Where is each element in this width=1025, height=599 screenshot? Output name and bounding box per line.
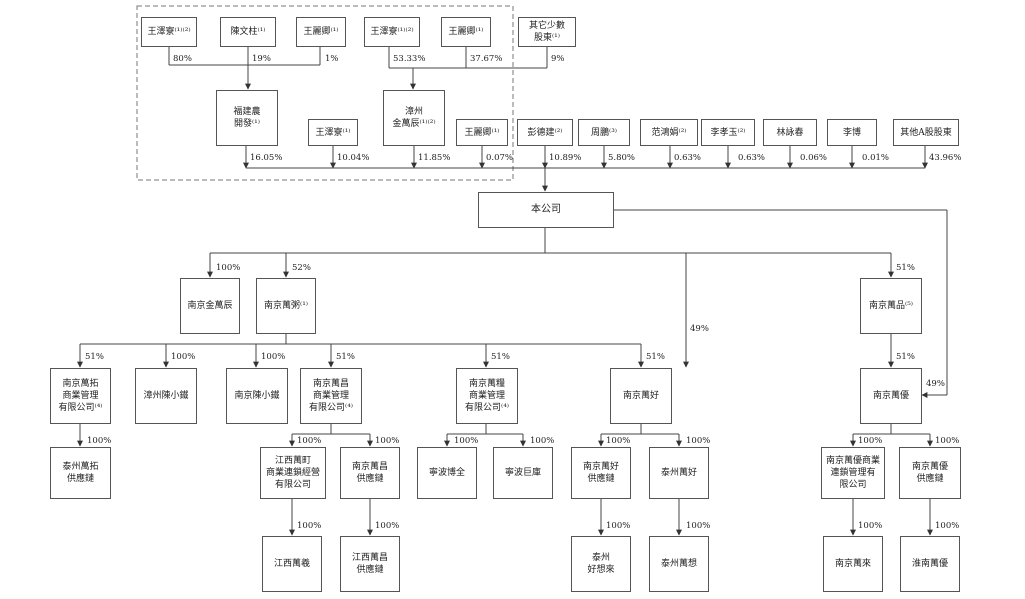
ownership-percent: 51%: [896, 263, 915, 273]
subsidiary-box: 泰州萬好: [649, 447, 709, 499]
subsidiary-box: 南京萬優 供應鏈: [899, 447, 961, 499]
shareholder-box: 其它少數 股東⁽¹⁾: [518, 17, 576, 47]
subsidiary-box: 南京金萬辰: [180, 278, 240, 334]
ownership-percent: 100%: [375, 521, 400, 531]
ownership-percent: 100%: [216, 263, 241, 273]
holding-company-box: 福建農 開發⁽¹⁾: [216, 90, 278, 146]
shareholder-box: 范鴻娟⁽²⁾: [640, 119, 698, 146]
ownership-percent: 49%: [926, 379, 945, 389]
subsidiary-box: 江西萬町 商業連鎖經營 有限公司: [260, 447, 326, 499]
subsidiary-box: 南京萬糧 商業管理 有限公司⁽⁴⁾: [456, 368, 518, 424]
ownership-percent: 0.63%: [738, 153, 766, 163]
ownership-percent: 1%: [325, 54, 339, 64]
ownership-percent: 100%: [606, 436, 631, 446]
ownership-percent: 19%: [252, 54, 271, 64]
subsidiary-box: 南京萬昌 商業管理 有限公司⁽⁴⁾: [300, 368, 362, 424]
ownership-percent: 100%: [686, 521, 711, 531]
shareholder-box: 王麗卿⁽¹⁾: [456, 119, 508, 146]
ownership-percent: 11.85%: [418, 153, 451, 163]
shareholder-box: 王澤寮⁽¹⁾: [308, 119, 358, 146]
shareholder-box: 其他A股股東: [893, 119, 959, 146]
subsidiary-box: 南京萬來: [823, 536, 883, 592]
ownership-percent: 5.80%: [608, 153, 636, 163]
subsidiary-box: 南京萬好: [610, 368, 672, 424]
ownership-percent: 100%: [297, 521, 322, 531]
ownership-percent: 0.01%: [862, 153, 890, 163]
ownership-percent: 49%: [690, 324, 709, 334]
subsidiary-box: 泰州萬拓 供應鏈: [50, 447, 111, 499]
ownership-percent: 37.67%: [470, 54, 503, 64]
ownership-percent: 51%: [491, 352, 510, 362]
subsidiary-box: 淮南萬優: [900, 536, 960, 592]
subsidiary-box: 南京萬昌 供應鏈: [340, 447, 400, 499]
shareholder-box: 彭德建⁽²⁾: [517, 119, 573, 146]
ownership-percent: 10.04%: [337, 153, 370, 163]
ownership-percent: 52%: [292, 263, 311, 273]
ownership-percent: 51%: [85, 352, 104, 362]
ownership-percent: 100%: [530, 436, 555, 446]
subsidiary-box: 南京萬優: [860, 368, 922, 424]
subsidiary-box: 江西萬昌 供應鏈: [340, 536, 400, 592]
shareholder-box: 李博: [827, 119, 877, 146]
ownership-percent: 100%: [858, 436, 883, 446]
shareholder-box: 陳文柱⁽¹⁾: [220, 17, 276, 47]
ownership-percent: 51%: [896, 352, 915, 362]
ownership-percent: 100%: [858, 521, 883, 531]
shareholder-box: 王麗卿⁽¹⁾: [296, 17, 346, 47]
ownership-percent: 100%: [297, 436, 322, 446]
shareholder-box: 林詠春: [763, 119, 817, 146]
ownership-percent: 100%: [606, 521, 631, 531]
subsidiary-box: 南京萬好 供應鏈: [571, 447, 631, 499]
subsidiary-box: 南京陳小鐵: [226, 368, 288, 424]
subsidiary-box: 寧波博全: [417, 447, 477, 499]
ownership-percent: 51%: [646, 352, 665, 362]
ownership-percent: 100%: [454, 436, 479, 446]
ownership-percent: 100%: [87, 436, 112, 446]
subsidiary-box: 漳州陳小鐵: [135, 368, 197, 424]
ownership-percent: 0.07%: [486, 153, 514, 163]
ownership-percent: 10.89%: [549, 153, 582, 163]
ownership-percent: 100%: [686, 436, 711, 446]
shareholder-box: 王麗卿⁽¹⁾: [441, 17, 491, 47]
ownership-percent: 100%: [375, 436, 400, 446]
subsidiary-box: 南京萬粥⁽¹⁾: [256, 278, 316, 334]
shareholder-box: 王澤寮⁽¹⁾⁽²⁾: [364, 17, 420, 47]
subsidiary-box: 寧波巨庫: [493, 447, 553, 499]
ownership-percent: 0.63%: [674, 153, 702, 163]
subsidiary-box: 泰州 好想來: [571, 536, 631, 592]
ownership-percent: 43.96%: [929, 153, 962, 163]
shareholder-box: 王澤寮⁽¹⁾⁽²⁾: [141, 17, 197, 47]
ownership-percent: 51%: [336, 352, 355, 362]
shareholder-box: 李孝玉⁽²⁾: [701, 119, 755, 146]
holding-company-box: 漳州 金萬辰⁽¹⁾⁽²⁾: [383, 90, 445, 146]
ownership-percent: 100%: [171, 352, 196, 362]
ownership-percent: 100%: [935, 436, 960, 446]
subsidiary-box: 南京萬優商業 連鎖管理有 限公司: [821, 447, 885, 499]
ownership-percent: 80%: [173, 54, 192, 64]
subsidiary-box: 南京萬拓 商業管理 有限公司⁽⁴⁾: [50, 368, 111, 424]
subsidiary-box: 泰州萬想: [649, 536, 709, 592]
ownership-percent: 100%: [261, 352, 286, 362]
ownership-percent: 9%: [551, 54, 565, 64]
shareholder-box: 周鵬⁽³⁾: [578, 119, 630, 146]
subsidiary-box: 江西萬羲: [262, 536, 322, 592]
ownership-percent: 53.33%: [393, 54, 426, 64]
ownership-percent: 0.06%: [800, 153, 828, 163]
ownership-percent: 100%: [935, 521, 960, 531]
ownership-percent: 16.05%: [250, 153, 283, 163]
subsidiary-box: 南京萬品⁽⁵⁾: [860, 278, 922, 334]
company-box: 本公司: [478, 192, 614, 228]
